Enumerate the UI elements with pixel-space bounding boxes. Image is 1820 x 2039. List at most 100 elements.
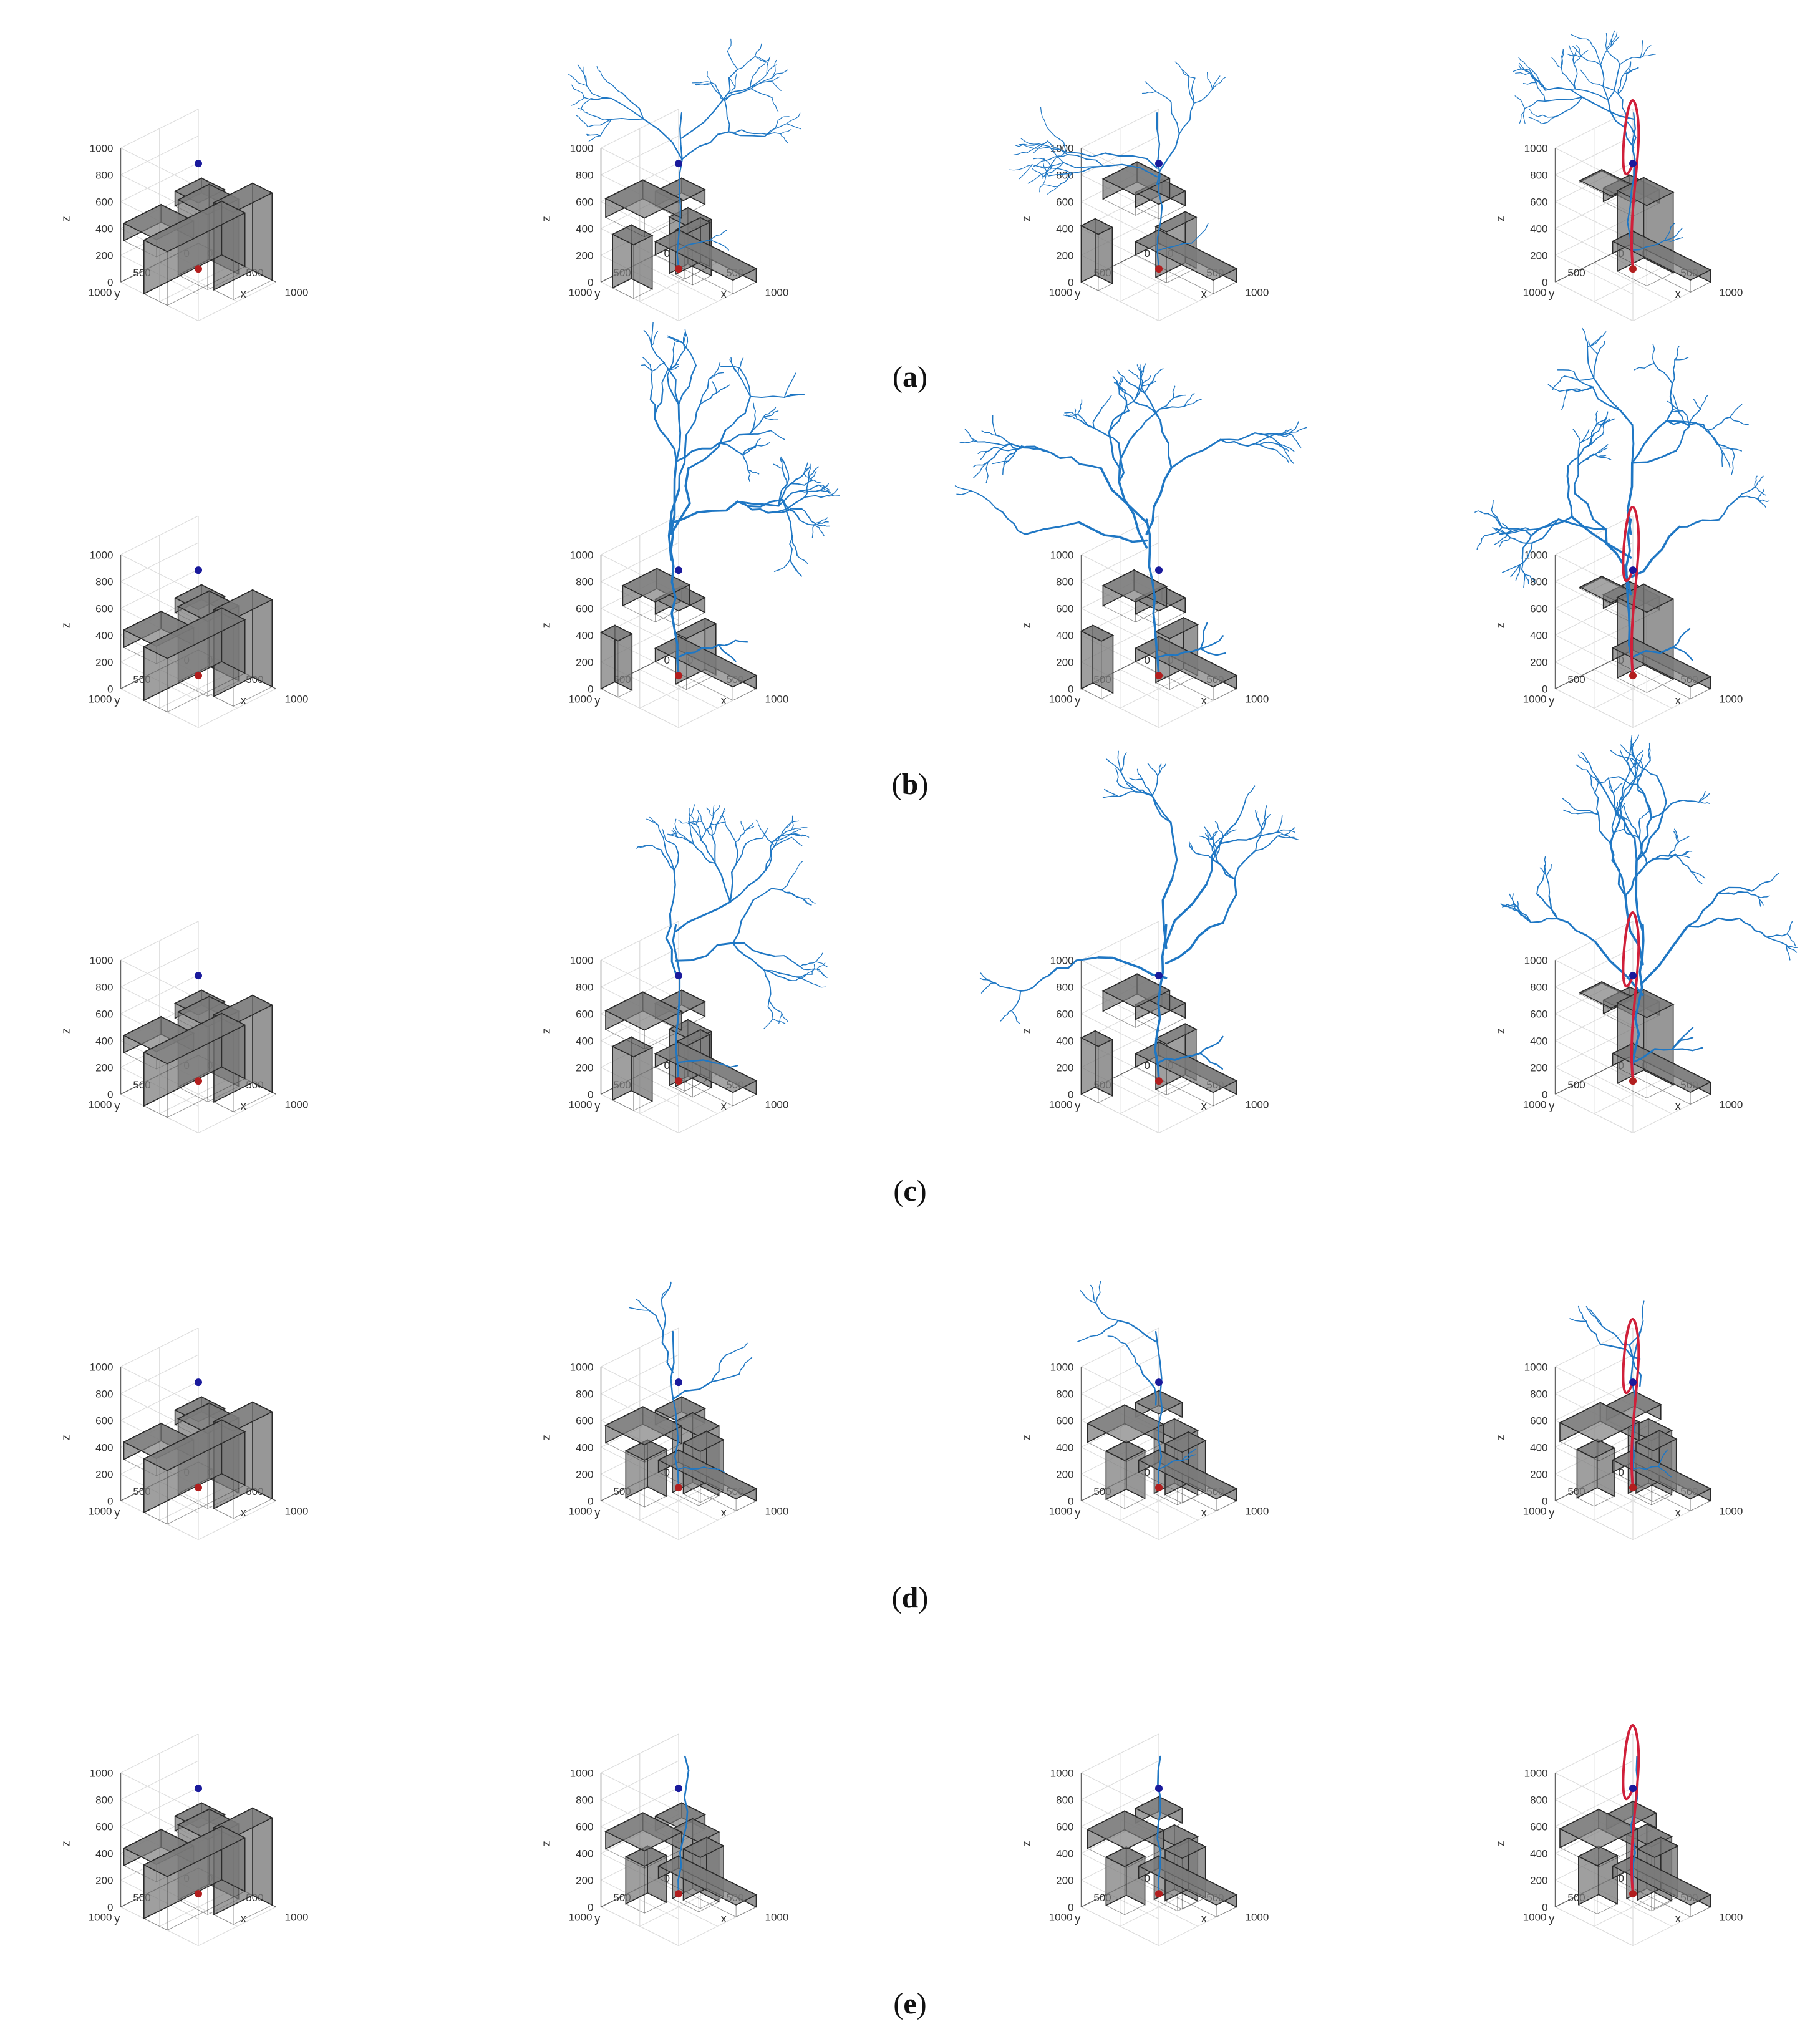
goal-point — [1155, 1378, 1163, 1387]
z-tick-label: 0 — [1542, 683, 1547, 695]
z-tick-label: 600 — [1056, 1008, 1073, 1020]
z-tick-label: 1000 — [1524, 549, 1548, 561]
z-axis-label: z — [540, 1841, 553, 1846]
tree-branch — [1523, 573, 1526, 588]
exploration-tree — [568, 38, 801, 270]
tree-branch — [587, 134, 601, 137]
box-edge — [143, 1512, 168, 1525]
tree-branch — [672, 341, 676, 355]
tree-branch — [1577, 1305, 1587, 1322]
tree-branch — [1151, 795, 1172, 823]
tree-branch — [1501, 564, 1521, 573]
tree-branch — [718, 442, 744, 456]
z-tick-label: 1000 — [1050, 549, 1074, 561]
panel-b-1: 02004006008001000z10005000y05001000x — [60, 515, 309, 729]
z-tick-label: 600 — [95, 1008, 113, 1020]
tree-branch — [1619, 780, 1634, 802]
box-edge — [678, 612, 705, 626]
box-edge — [1578, 1904, 1597, 1914]
x-axis-label: x — [1201, 288, 1207, 300]
tree-branch — [1524, 573, 1529, 584]
tree-branch — [1624, 817, 1625, 830]
tree-branch — [1530, 918, 1559, 924]
x-tick-label: 1000 — [285, 286, 309, 298]
tree-branch — [819, 483, 829, 491]
y-tick-label: 1000 — [1523, 1098, 1547, 1110]
tree-branch — [1658, 1449, 1668, 1467]
box-edge — [675, 684, 687, 690]
x-axis-label: x — [1675, 1506, 1681, 1519]
tree-branch — [571, 84, 584, 98]
box-edge — [1081, 281, 1099, 291]
z-axis-label: z — [60, 622, 72, 628]
box-edge — [655, 661, 733, 701]
tree-branch — [766, 64, 777, 75]
tree-branch — [720, 366, 740, 369]
tree-branch — [1118, 430, 1138, 483]
tree-branch — [622, 92, 644, 120]
x-tick-label: 1000 — [285, 693, 309, 705]
tree-branch — [1115, 768, 1120, 786]
caption-open: ( — [892, 768, 902, 801]
tree-branch — [1674, 357, 1689, 361]
box-edge — [644, 1902, 667, 1914]
z-tick-label: 200 — [1530, 249, 1547, 261]
y-tick-label: 1000 — [569, 286, 593, 298]
tree-branch — [1573, 371, 1594, 388]
box-edge — [644, 1849, 682, 1869]
box-edge — [1155, 1089, 1167, 1095]
box-face — [654, 1041, 758, 1093]
tree-branch — [712, 381, 717, 394]
tree-branch — [1159, 397, 1174, 410]
tree-branch — [785, 820, 794, 829]
tree-branch — [722, 87, 751, 101]
box-edge — [675, 1086, 685, 1092]
y-tick-label: 1000 — [89, 1505, 112, 1517]
panel-e-2: 02004006008001000z10005000y05001000x — [540, 1733, 788, 1947]
tree-branch — [775, 496, 805, 513]
tree-branch — [1199, 1035, 1224, 1054]
tree-branch — [1720, 447, 1731, 468]
tree-branch — [642, 357, 653, 372]
tree-branch — [778, 483, 788, 507]
tree-branch — [1264, 805, 1268, 821]
box-edge — [1103, 605, 1136, 622]
tree-branch — [1214, 821, 1224, 837]
tree-branch — [1219, 432, 1265, 441]
tree-branch — [700, 840, 716, 864]
tree-branch — [1018, 143, 1040, 146]
x-axis-label: x — [241, 288, 246, 300]
tree-branch — [1144, 80, 1156, 92]
box-edge — [1135, 1019, 1159, 1032]
z-tick-label: 800 — [1530, 1794, 1547, 1806]
obstacle-box — [1577, 1845, 1619, 1914]
tree-branch — [803, 465, 811, 475]
box-edge — [143, 700, 168, 713]
tree-branch — [1528, 117, 1542, 124]
tree-branch — [753, 402, 756, 416]
box-edge — [178, 1899, 208, 1915]
tree-branch — [1573, 64, 1578, 90]
tree-branch — [1047, 186, 1059, 195]
x-tick-label: 1000 — [1720, 1911, 1743, 1923]
tree-branch — [1678, 836, 1690, 843]
y-axis-label: y — [594, 694, 600, 707]
z-tick-label: 600 — [95, 603, 113, 614]
tree-branch — [657, 824, 665, 843]
tree-branch — [1488, 513, 1503, 528]
tree-branch — [1707, 416, 1731, 431]
box-edge — [700, 1896, 724, 1909]
tree-branch — [778, 490, 801, 507]
exploration-tree — [636, 804, 828, 1082]
x-axis-label: x — [721, 288, 727, 300]
tree-branch — [1136, 408, 1161, 432]
box-edge — [669, 1085, 693, 1098]
tree-branch — [815, 961, 828, 967]
tree-branch — [715, 1062, 738, 1068]
y-tick-label: 1000 — [1523, 286, 1547, 298]
z-axis-label: z — [1494, 622, 1507, 628]
goal-point — [1629, 566, 1637, 574]
tree-branch — [589, 114, 612, 121]
tree-branch — [801, 897, 816, 904]
tree-branch — [1050, 452, 1102, 470]
